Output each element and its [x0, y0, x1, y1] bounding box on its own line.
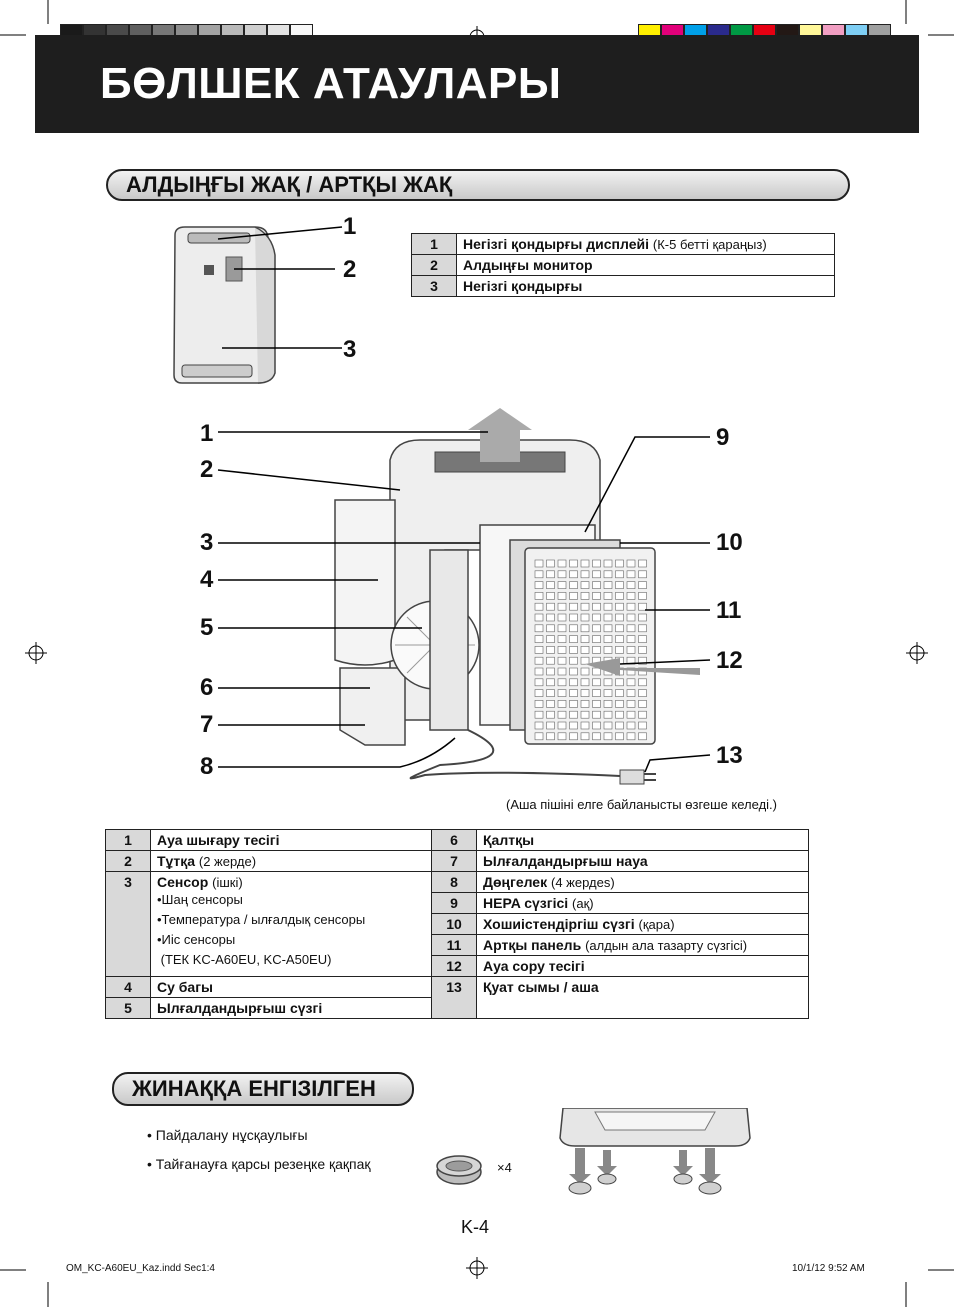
table-cell-name: Алдыңғы монитор — [463, 257, 593, 273]
table-row: 1 Негізгі қондырғы дисплейі (К-5 бетті қ… — [411, 233, 835, 255]
top-callout-3: 3 — [343, 336, 357, 363]
table-cell-note: (ішкі) — [212, 875, 243, 890]
sensor-item: •Температура / ылғалдық сенсоры — [157, 912, 366, 927]
table-cell-num: 10 — [431, 913, 477, 935]
table-cell-name: Ылғалдандырғыш сүзгі — [157, 1000, 323, 1016]
table-cell-note: (К-5 бетті қараңыз) — [652, 237, 767, 252]
table-cell-num: 1 — [411, 233, 457, 255]
main-callout-12: 12 — [716, 647, 743, 674]
main-callout-10: 10 — [716, 529, 743, 556]
front-view-illustration — [173, 226, 343, 384]
section-front-back-heading: АЛДЫҢҒЫ ЖАҚ / АРТҚЫ ЖАҚ — [106, 169, 850, 201]
cap-install-illustration — [559, 1108, 751, 1195]
main-callout-7: 7 — [200, 711, 214, 738]
main-callout-2: 2 — [200, 456, 214, 483]
table-cell-name: Ылғалдандырғыш науа — [483, 853, 648, 869]
included-item-caps: • Тайғанауға қарсы резеңке қақпақ — [147, 1156, 371, 1172]
page-header: БӨЛШЕК АТАУЛАРЫ — [35, 35, 919, 133]
table-row: 5 Ылғалдандырғыш сүзгі — [105, 997, 809, 1019]
sensor-list: •Шаң сенсоры •Температура / ылғалдық сен… — [157, 890, 425, 970]
sensor-item: •Шаң сенсоры — [157, 892, 243, 907]
table-row: 4 Су багы 13 Қуат сымы / аша — [105, 976, 809, 1019]
table-cell-num: 8 — [431, 871, 477, 893]
table-cell-num: 13 — [431, 976, 477, 1019]
main-callout-13: 13 — [716, 742, 743, 769]
table-cell-name: Қалтқы — [483, 832, 535, 848]
top-callout-2: 2 — [343, 256, 357, 283]
table-cell-num: 4 — [105, 976, 151, 998]
table-cell-name: Қуат сымы / аша — [483, 979, 599, 995]
table-cell-name: Су багы — [157, 979, 214, 995]
table-row: 2 Алдыңғы монитор — [411, 254, 835, 276]
section-front-back-title: АЛДЫҢҒЫ ЖАҚ / АРТҚЫ ЖАҚ — [126, 172, 453, 197]
main-callout-11: 11 — [716, 597, 742, 624]
table-cell-note: (2 жерде) — [198, 854, 257, 869]
footer-datetime: 10/1/12 9:52 AM — [792, 1263, 865, 1274]
main-callout-8: 8 — [200, 753, 214, 780]
table-cell-name: Негізгі қондырғы — [463, 278, 583, 294]
table-cell-note: (қара) — [638, 917, 675, 932]
exploded-view-illustration — [217, 408, 711, 785]
main-callout-4: 4 — [200, 566, 214, 593]
cap-count: ×4 — [497, 1160, 512, 1175]
main-callout-5: 5 — [200, 614, 214, 641]
table-cell-note: (4 жердеs) — [551, 875, 615, 890]
table-cell-num: 3 — [105, 871, 151, 977]
table-cell-num: 5 — [105, 997, 151, 1019]
table-cell-name: Дөңгелек — [483, 874, 548, 890]
table-cell-name: Хошиістендіргіш сүзгі — [483, 916, 635, 932]
main-callout-3: 3 — [200, 529, 214, 556]
plug-shape-note: (Аша пішіні елге байланысты өзгеше келед… — [506, 797, 777, 812]
section-included-title: ЖИНАҚҚА ЕНГІЗІЛГЕН — [132, 1076, 376, 1101]
table-cell-name: Негізгі қондырғы дисплейі — [463, 236, 649, 252]
parts-table: 1 Ауа шығару тесігі 6 Қалтқы 2 Тұтқа (2 … — [105, 829, 809, 1019]
table-row: 9 HEPA сүзгісі (ақ) — [106, 892, 809, 914]
table-cell-num: 2 — [105, 850, 151, 872]
table-cell-num: 11 — [431, 934, 477, 956]
registration-mark-right — [906, 642, 928, 664]
page-title: БӨЛШЕК АТАУЛАРЫ — [100, 59, 562, 108]
main-callout-6: 6 — [200, 674, 214, 701]
table-cell-num: 1 — [105, 829, 151, 851]
main-callout-9: 9 — [716, 424, 730, 451]
table-cell-name: Тұтқа — [157, 853, 195, 869]
table-cell-note: (ақ) — [572, 896, 594, 911]
table-row: 2 Тұтқа (2 жерде) 7 Ылғалдандырғыш науа — [105, 850, 809, 872]
table-cell-name: Ауа сору тесігі — [483, 958, 585, 974]
table-cell-name: Артқы панель — [483, 937, 582, 953]
table-row: 12 Ауа сору тесігі — [106, 955, 809, 977]
table-cell-name: Сенсор — [157, 874, 209, 890]
table-row: 3 Сенсор (ішкі) •Шаң сенсоры •Температур… — [105, 871, 809, 977]
section-included-heading: ЖИНАҚҚА ЕНГІЗІЛГЕН — [112, 1072, 414, 1106]
front-parts-table: 1 Негізгі қондырғы дисплейі (К-5 бетті қ… — [411, 233, 835, 297]
table-cell-num: 6 — [431, 829, 477, 851]
registration-mark-left — [25, 642, 47, 664]
registration-mark-bottom — [466, 1257, 488, 1279]
table-cell-num: 3 — [411, 275, 457, 297]
table-row: 1 Ауа шығару тесігі 6 Қалтқы — [105, 829, 809, 851]
table-cell-name: Ауа шығару тесігі — [157, 832, 280, 848]
table-cell-num: 7 — [431, 850, 477, 872]
rubber-cap-icon — [436, 1155, 482, 1185]
table-row: 3 Негізгі қондырғы — [411, 275, 835, 297]
main-callout-1: 1 — [200, 420, 214, 447]
footer-file: OM_KC-A60EU_Kaz.indd Sec1:4 — [66, 1263, 215, 1274]
top-callout-1: 1 — [343, 213, 357, 240]
sensor-item: (ТЕК KC-A60EU, KC-A50EU) — [157, 952, 332, 967]
table-cell-num: 12 — [431, 955, 477, 977]
sensor-item: •Иіс сенсоры — [157, 932, 236, 947]
table-cell-note: (алдын ала тазарту сүзгісі) — [585, 938, 748, 953]
page-number: K-4 — [461, 1217, 490, 1237]
included-item-manual: • Пайдалану нұсқаулығы — [147, 1127, 308, 1143]
table-cell-num: 2 — [411, 254, 457, 276]
table-cell-num: 9 — [431, 892, 477, 914]
table-cell-name: HEPA сүзгісі — [483, 895, 569, 911]
